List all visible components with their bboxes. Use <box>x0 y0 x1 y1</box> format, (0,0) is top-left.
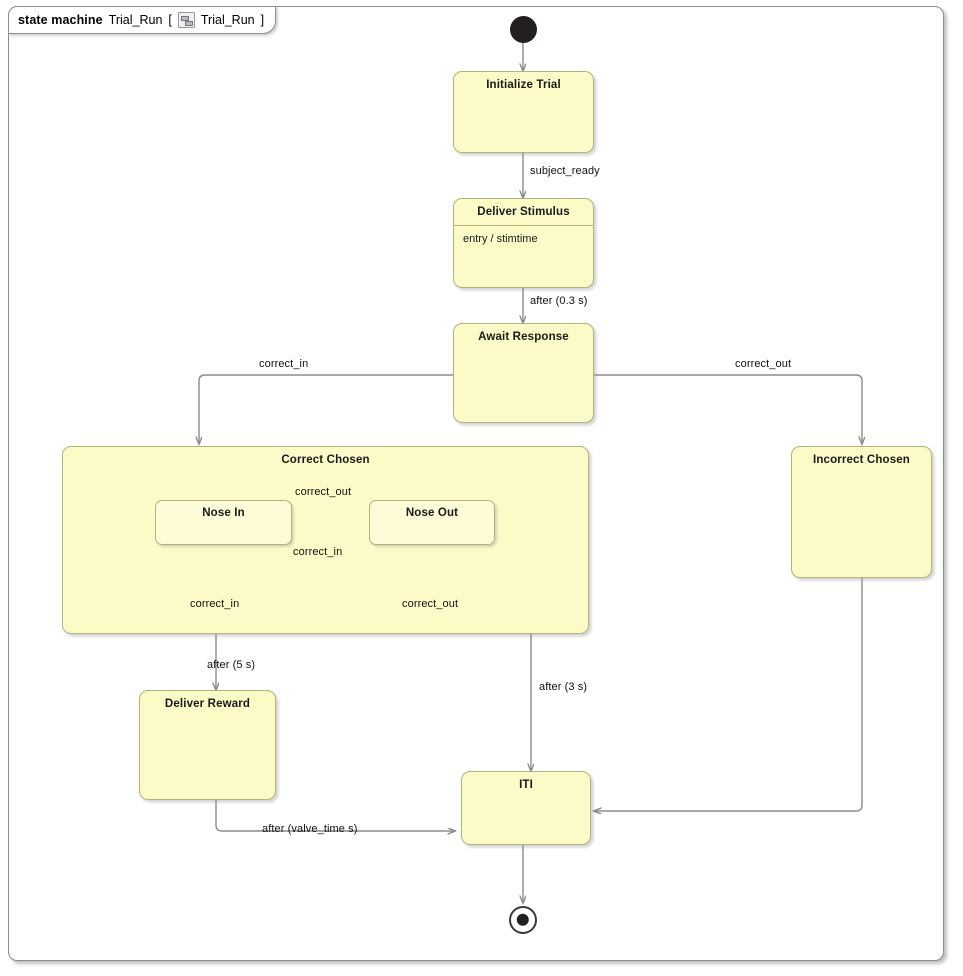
state-deliver-stimulus-entry: entry / stimtime <box>463 233 538 245</box>
transition-label-nose-out-to-in: correct_in <box>293 546 343 558</box>
state-incorrect-chosen-label: Incorrect Chosen <box>813 454 910 466</box>
state-iti-label: ITI <box>519 779 533 791</box>
transition-label-subject-ready: subject_ready <box>530 165 600 177</box>
state-initialize-trial[interactable]: Initialize Trial <box>453 71 594 153</box>
frame-bracket-open: [ <box>168 13 172 27</box>
state-deliver-reward-label: Deliver Reward <box>164 698 251 710</box>
transition-label-nose-out-self: correct_out <box>402 598 459 610</box>
final-state <box>509 906 537 934</box>
state-deliver-stimulus[interactable]: Deliver Stimulus entry / stimtime <box>453 198 594 288</box>
state-nose-out[interactable]: Nose Out <box>369 500 495 545</box>
state-nose-in[interactable]: Nose In <box>155 500 292 545</box>
transition-label-after-0-3s: after (0.3 s) <box>530 295 588 307</box>
initial-state <box>510 16 537 43</box>
state-await-response[interactable]: Await Response <box>453 323 594 423</box>
transition-label-correct-out-right: correct_out <box>735 358 792 370</box>
transition-label-correct-in-left: correct_in <box>259 358 309 370</box>
diagram-frame-header: state machine Trial_Run [ Trial_Run ] <box>8 6 277 34</box>
state-deliver-reward[interactable]: Deliver Reward <box>139 690 276 800</box>
frame-bracket-close: ] <box>260 13 265 27</box>
frame-name: Trial_Run <box>108 13 163 27</box>
frame-diagram-name: Trial_Run <box>200 13 255 27</box>
transition-label-after-valve-time: after (valve_time s) <box>262 823 358 835</box>
state-deliver-stimulus-label: Deliver Stimulus <box>454 199 593 226</box>
transition-label-after-5s: after (5 s) <box>207 659 256 671</box>
frame-keyword: state machine <box>18 13 103 27</box>
state-initialize-trial-label: Initialize Trial <box>486 79 561 91</box>
transition-label-nose-in-to-out: correct_out <box>295 486 352 498</box>
state-nose-in-label: Nose In <box>202 507 245 519</box>
state-await-response-label: Await Response <box>478 331 569 343</box>
state-nose-out-label: Nose Out <box>405 507 459 519</box>
transition-label-nose-in-self: correct_in <box>190 598 240 610</box>
state-machine-icon <box>177 12 195 28</box>
state-correct-chosen[interactable]: Correct Chosen <box>62 446 589 634</box>
state-incorrect-chosen[interactable]: Incorrect Chosen <box>791 446 932 578</box>
state-iti[interactable]: ITI <box>461 771 591 845</box>
state-correct-chosen-label: Correct Chosen <box>281 454 370 466</box>
transition-label-after-3s: after (3 s) <box>539 681 588 693</box>
